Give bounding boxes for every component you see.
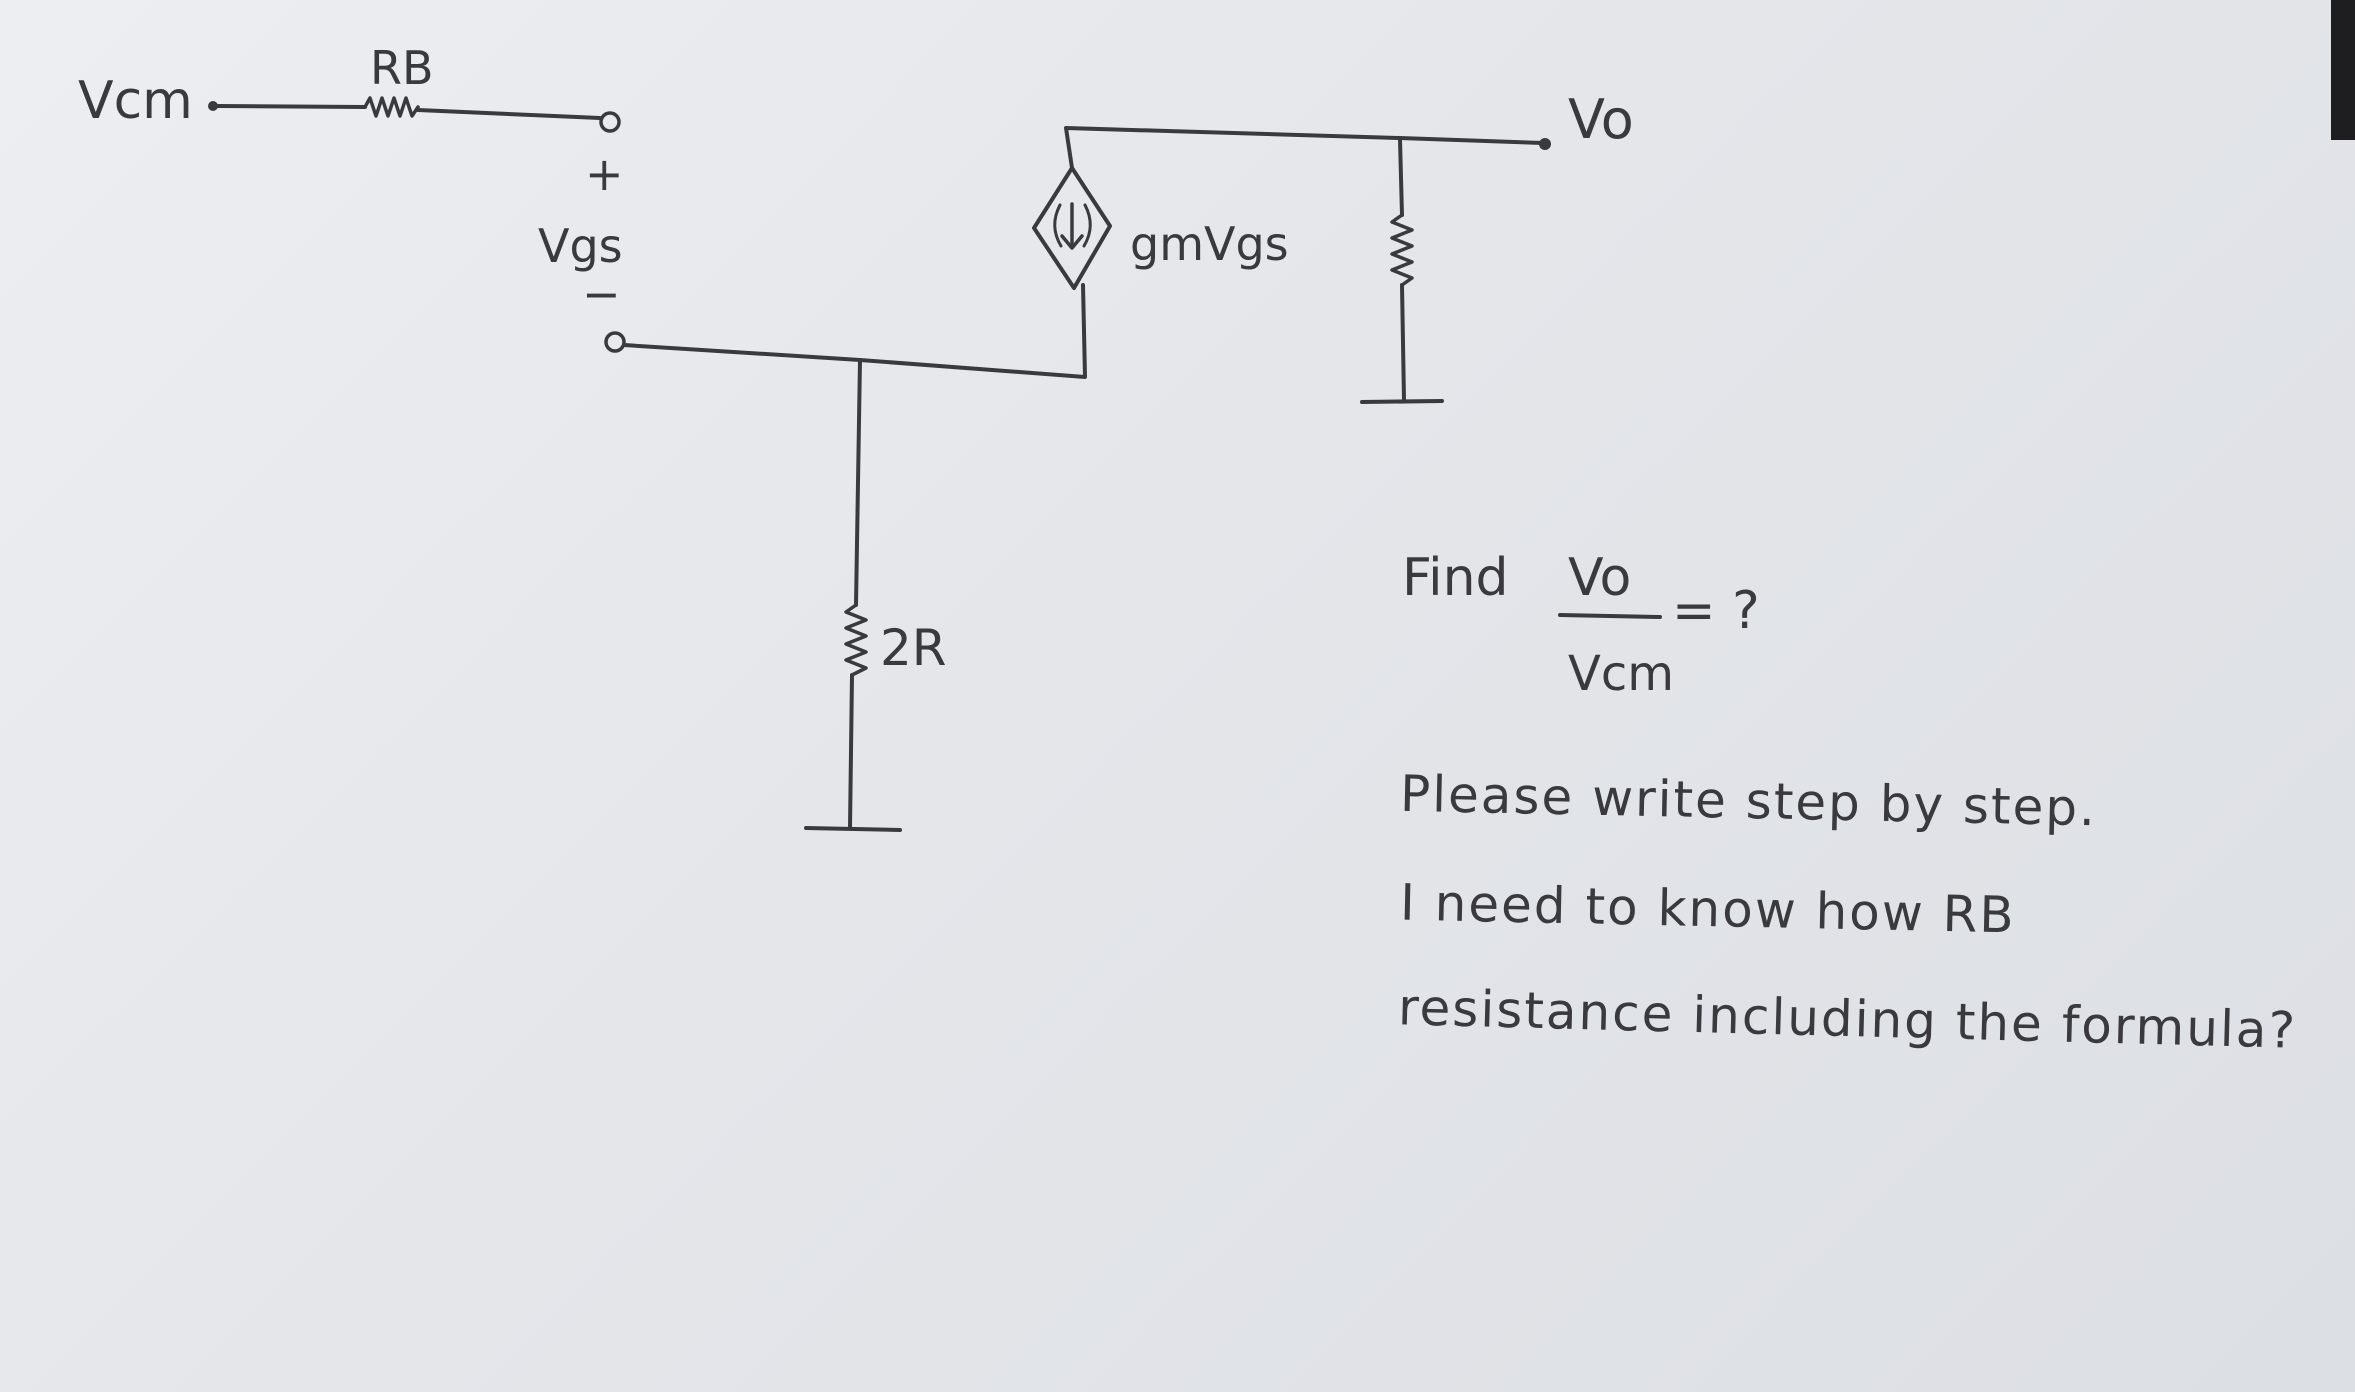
- equals-question: = ?: [1672, 581, 1760, 641]
- vgs-label: Vgs: [538, 219, 623, 273]
- vcm-label: Vcm: [78, 71, 193, 131]
- source-inner-arc-right: [1082, 203, 1092, 248]
- vo-node: [1539, 138, 1551, 150]
- rb-label: RB: [370, 41, 434, 95]
- background-edge: [2331, 0, 2355, 140]
- dependent-current-source: [1032, 166, 1112, 290]
- source-terminal: [604, 331, 626, 353]
- source-ground: [804, 826, 902, 832]
- source-resistor: [844, 603, 868, 677]
- vcm-node: [208, 101, 218, 111]
- gate-wire: [416, 108, 602, 120]
- source-resistor-label: 2R: [880, 619, 947, 677]
- vgs-plus-label: +: [585, 147, 624, 201]
- load-resistor: [1390, 213, 1414, 287]
- vgs-minus-label: −: [582, 267, 621, 321]
- fraction-denominator: Vcm: [1568, 646, 1674, 702]
- load-wire-bottom: [1400, 283, 1406, 402]
- source-resistor-wire-bottom: [848, 673, 854, 830]
- fraction-bar: [1558, 613, 1662, 619]
- find-label: Find: [1402, 548, 1509, 608]
- drain-wire: [1064, 126, 1545, 170]
- source-resistor-wire-top: [854, 358, 862, 607]
- gm-vgs-label: gmVgs: [1130, 217, 1289, 271]
- source-inner-arc-left: [1053, 203, 1063, 248]
- current-arrow-head-icon: [1060, 234, 1084, 250]
- load-ground: [1360, 399, 1444, 404]
- fraction-numerator: Vo: [1568, 548, 1631, 608]
- rb-resistor: [363, 96, 420, 118]
- vcm-wire: [216, 104, 367, 109]
- load-wire-top: [1398, 138, 1404, 217]
- gate-terminal: [599, 111, 621, 133]
- vo-label: Vo: [1568, 88, 1634, 151]
- source-wire: [622, 283, 1087, 379]
